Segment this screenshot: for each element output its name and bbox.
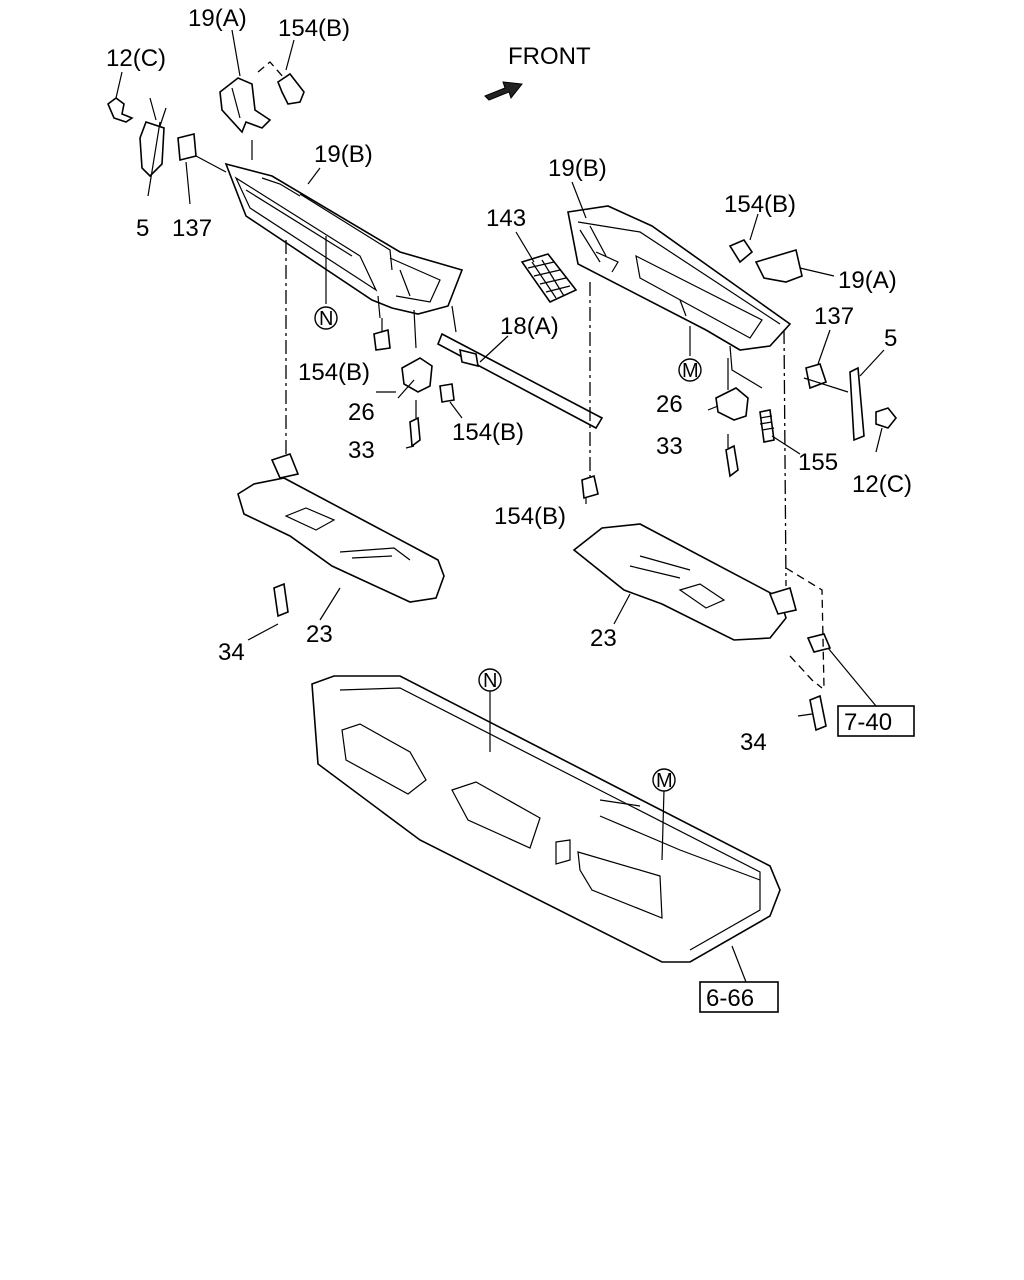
screw-34-left (273, 582, 289, 618)
bolt-154b-right (728, 239, 754, 264)
roof-console-base (311, 675, 781, 963)
label-12c-left: 12(C) (106, 45, 166, 72)
bolt-154b-left (373, 328, 391, 351)
label-26-right: 26 (656, 391, 683, 418)
label-18a: 18(A) (500, 313, 559, 340)
label-33-right: 33 (656, 433, 683, 460)
bracket-26-left (401, 357, 433, 393)
svg-text:N: N (319, 308, 333, 330)
strip-18a (436, 332, 604, 430)
label-12c-right: 12(C) (852, 471, 912, 498)
part-labels: 19(A) 154(B) 12(C) 19(B) 5 137 154(B) 26… (106, 5, 912, 756)
left-small-parts (373, 328, 455, 448)
bolt-154b-mid (439, 383, 455, 403)
clip-137-left (177, 132, 197, 162)
label-137-left: 137 (172, 215, 212, 242)
leader-lines (115, 29, 885, 983)
label-137-right: 137 (814, 303, 854, 330)
label-19a-right: 19(A) (838, 267, 897, 294)
right-console-assembly (520, 205, 898, 500)
label-154b-top: 154(B) (278, 15, 350, 42)
svg-text:N: N (483, 670, 497, 692)
clip-137-right (805, 363, 828, 390)
screw-33-left (409, 416, 421, 448)
clip-12c-right (875, 407, 898, 429)
bracket-26-right (715, 387, 749, 421)
label-23-right: 23 (590, 625, 617, 652)
marker-n-bottom: N (478, 668, 502, 692)
label-5-right: 5 (884, 325, 897, 352)
label-154b-left: 154(B) (298, 359, 370, 386)
grille-143 (520, 253, 578, 304)
visor-23-left (237, 453, 445, 618)
label-34-left: 34 (218, 639, 245, 666)
label-155: 155 (798, 449, 838, 476)
left-console-assembly (107, 61, 464, 349)
label-26-left: 26 (348, 399, 375, 426)
visor-23-right (572, 523, 832, 732)
label-154b-right: 154(B) (724, 191, 796, 218)
clip-12c-left (107, 97, 134, 123)
ref-6-66-label: 6-66 (706, 985, 754, 1012)
label-154b-mid: 154(B) (452, 419, 524, 446)
label-19b-right: 19(B) (548, 155, 607, 182)
label-154b-bottom: 154(B) (494, 503, 566, 530)
ref-7-40-label: 7-40 (844, 709, 892, 736)
bolt-154b-bottom (581, 474, 599, 500)
label-33-left: 33 (348, 437, 375, 464)
ref-6-66[interactable]: 6-66 (699, 981, 779, 1013)
label-19b-left: 19(B) (314, 141, 373, 168)
marker-m-top: M (678, 358, 702, 382)
marker-n-top: N (314, 306, 338, 330)
label-5-left: 5 (136, 215, 149, 242)
console-19b-left-body (224, 162, 464, 315)
bracket-19a-left (219, 77, 272, 134)
screw-34-right (809, 694, 827, 732)
label-143: 143 (486, 205, 526, 232)
svg-text:M: M (656, 770, 673, 792)
front-indicator: FRONT (484, 43, 591, 101)
label-23-left: 23 (306, 621, 333, 648)
screw-33-right (725, 444, 739, 478)
marker-m-bottom: M (652, 768, 676, 792)
panel-5-right (849, 366, 865, 442)
ref-7-40[interactable]: 7-40 (837, 705, 915, 737)
front-label: FRONT (508, 43, 591, 70)
svg-text:M: M (682, 360, 699, 382)
screw-155 (759, 409, 775, 443)
label-19a-top: 19(A) (188, 5, 247, 32)
bolt-154b-top (277, 72, 305, 105)
bracket-19a-right (754, 248, 803, 283)
front-arrow-icon (484, 81, 523, 101)
label-34-right: 34 (740, 729, 767, 756)
